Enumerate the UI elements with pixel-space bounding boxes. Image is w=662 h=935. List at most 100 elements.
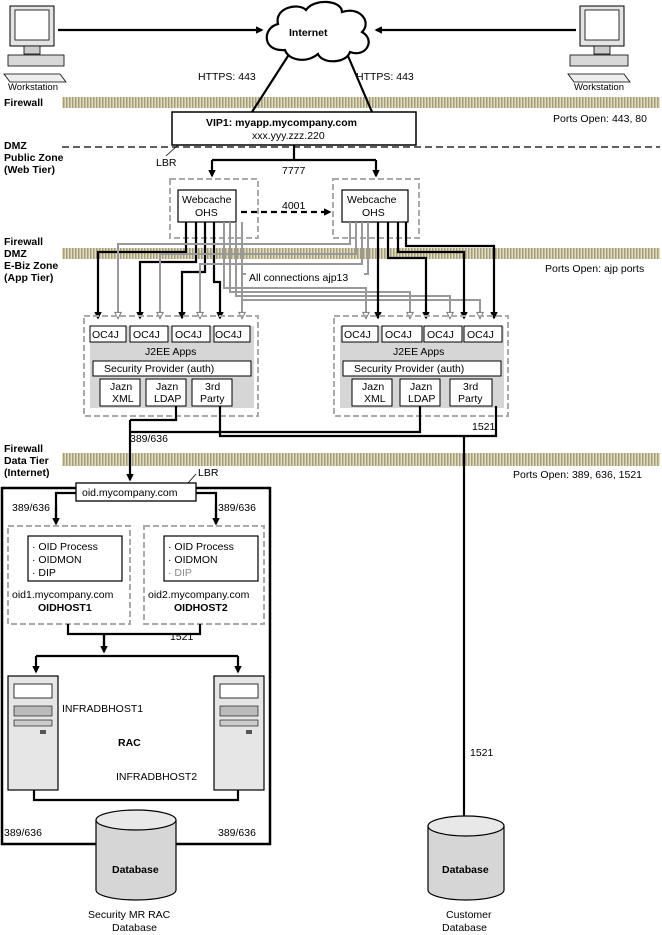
ebiz-zone-label: E-Biz Zone: [4, 260, 58, 272]
security-db-caption-1: Security MR RAC: [88, 909, 171, 921]
oc4j-label: OC4J: [215, 329, 242, 341]
customer-db-caption-1: Customer: [446, 909, 492, 921]
ajp-connections: [94, 222, 498, 318]
provider-label: 3rd: [205, 381, 220, 393]
provider-label: Party: [200, 393, 225, 405]
j2ee-apps-label: J2EE Apps: [393, 346, 444, 358]
internet-zone-label: (Internet): [4, 467, 50, 479]
vip-box: [171, 111, 417, 146]
dip-label-inactive: · DIP: [168, 567, 192, 579]
firewall-band-3: [62, 453, 660, 466]
oc4j-box: [381, 325, 423, 343]
database-right-label: Database: [442, 864, 489, 876]
provider-label: Party: [458, 393, 483, 405]
port-389-636-label: 389/636: [130, 433, 168, 445]
workstation-right-label: Workstation: [574, 82, 624, 93]
port-389-636-b: 389/636: [12, 502, 50, 514]
lbr-label: LBR: [156, 157, 177, 169]
security-provider-label: Security Provider (auth): [104, 363, 214, 375]
port-1521-b: 1521: [170, 631, 194, 643]
infradbhost2-label: INFRADBHOST2: [116, 771, 197, 783]
web-tier-label: (Web Tier): [4, 164, 55, 176]
security-provider-label: Security Provider (auth): [354, 363, 464, 375]
oc4j-label: OC4J: [133, 329, 160, 341]
port-389-636-e: 389/636: [218, 827, 256, 839]
https-left-label: HTTPS: 443: [198, 71, 256, 83]
provider-label: Jazn: [362, 381, 384, 393]
lbr2-label: LBR: [198, 467, 219, 479]
dmz-label: DMZ: [4, 140, 27, 152]
oc4j-label: OC4J: [427, 329, 454, 341]
https-right-label: HTTPS: 443: [356, 71, 414, 83]
oidhost2-group: [143, 525, 265, 625]
https-right-line: [346, 55, 374, 113]
port-1521-c: 1521: [470, 747, 494, 759]
lbr-to-webcache-line: [212, 145, 376, 162]
port-1521-label: 1521: [472, 421, 496, 433]
provider-label: LDAP: [154, 393, 181, 405]
oidhost2-name: OIDHOST2: [174, 602, 228, 614]
oc4j-box: [129, 325, 169, 343]
customer-db-caption-2: Database: [442, 922, 487, 934]
firewall-label-1: Firewall: [4, 97, 43, 109]
infradbhost1-label: INFRADBHOST1: [62, 703, 143, 715]
port-389-636-d: 389/636: [4, 827, 42, 839]
webcache-label-1: Webcache: [182, 194, 232, 206]
ohs-label-2: OHS: [362, 207, 385, 219]
oc4j-label: OC4J: [467, 329, 494, 341]
ports-open-1: Ports Open: 443, 80: [553, 113, 647, 125]
workstation-left-icon: [3, 5, 67, 83]
oc4j-box: [171, 325, 211, 343]
rac-label: RAC: [118, 737, 141, 749]
ohs-label-1: OHS: [195, 207, 218, 219]
provider-label: LDAP: [408, 393, 435, 405]
database-left-label: Database: [112, 864, 159, 876]
oid-process-label: · OID Process: [32, 541, 98, 553]
webcache-label-2: Webcache: [347, 194, 397, 206]
vip-title: VIP1: myapp.mycompany.com: [206, 117, 357, 129]
oc4j-box: [463, 325, 503, 343]
webcache-box-1: [177, 189, 237, 223]
firewall-label-3: Firewall: [4, 443, 43, 455]
oc4j-box: [341, 325, 379, 343]
provider-label: Jazn: [110, 381, 132, 393]
firewall-label-2: Firewall: [4, 236, 43, 248]
https-left-line: [251, 55, 289, 113]
oid-to-rac-line: [36, 624, 238, 658]
oc4j-label: OC4J: [92, 329, 119, 341]
infradbhost2-server-icon: [213, 675, 265, 791]
oidmon-label: · OIDMON: [168, 554, 218, 566]
oid-process-label: · OID Process: [168, 541, 234, 553]
ports-open-3: Ports Open: 389, 636, 1521: [513, 469, 642, 481]
oc4j-box: [213, 325, 251, 343]
oidhost1-name: OIDHOST1: [38, 602, 92, 614]
database-left-icon: [95, 809, 177, 901]
provider-label: Jazn: [156, 381, 178, 393]
dmz-label-2: DMZ: [4, 248, 27, 260]
j2ee-apps-label: J2EE Apps: [145, 346, 196, 358]
vip-ip: xxx.yyy.zzz.220: [252, 130, 325, 142]
oidhost2-box: [163, 535, 259, 582]
security-db-caption-2: Database: [112, 922, 157, 934]
workstation-left-label: Workstation: [8, 82, 58, 93]
app-tier-label: (App Tier): [4, 272, 53, 284]
oidhost1-box: [27, 535, 123, 582]
workstation-right-icon: [567, 5, 631, 83]
infradbhost1-server-icon: [7, 675, 59, 791]
oidmon-label: · OIDMON: [32, 554, 82, 566]
rac-to-db-line: [32, 790, 240, 802]
internet-cloud-icon: [265, 0, 370, 63]
port-7777-label: 7777: [282, 165, 306, 177]
oc4j-label: OC4J: [344, 329, 371, 341]
provider-label: Jazn: [410, 381, 432, 393]
oc4j-box: [423, 325, 463, 343]
oidhost2-hostname: oid2.mycompany.com: [148, 589, 250, 601]
dip-label: · DIP: [32, 567, 56, 579]
security-provider-box: [342, 360, 502, 377]
ports-open-2: Ports Open: ajp ports: [545, 263, 644, 275]
oc4j-label: OC4J: [385, 329, 412, 341]
internet-label: Internet: [289, 27, 328, 39]
provider-label: XML: [364, 393, 386, 405]
security-provider-box: [92, 360, 252, 377]
database-right-icon: [427, 815, 505, 901]
